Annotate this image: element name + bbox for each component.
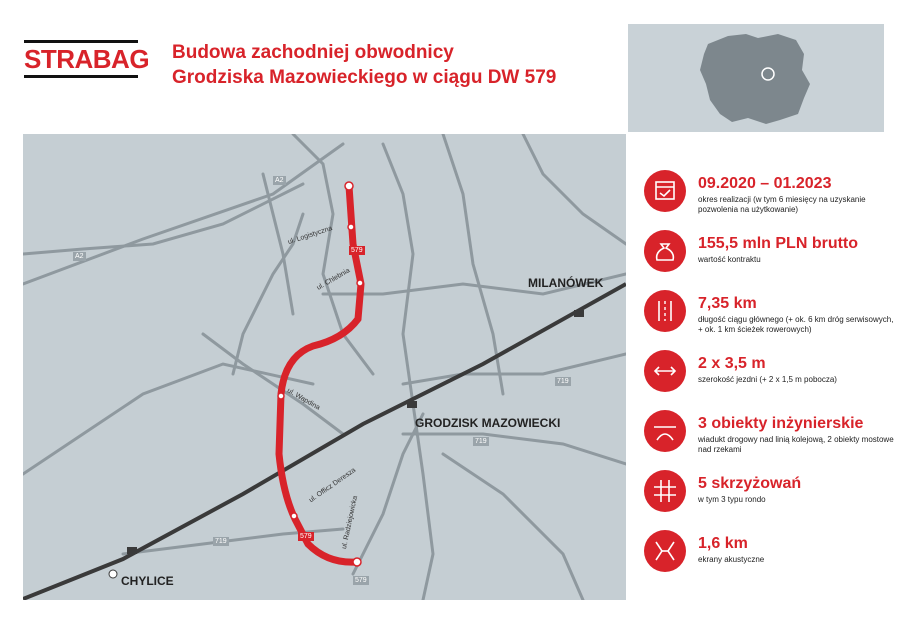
road-shield-a2: A2 <box>273 176 286 185</box>
road-grodzisk-east <box>401 432 626 466</box>
route-node-wapdina <box>277 392 285 400</box>
poland-outline <box>700 34 810 124</box>
fact-desc: ekrany akustyczne <box>698 555 765 564</box>
route-end-node <box>352 557 362 567</box>
calendar-icon <box>644 170 686 212</box>
fact-desc: szerokość jezdni (+ 2 x 1,5 m pobocza) <box>698 375 837 384</box>
road-west <box>231 212 305 376</box>
strabag-logo: STRABAG <box>24 40 150 80</box>
fact-desc: w tym 3 typu rondo <box>698 495 766 504</box>
road-shield-719: 719 <box>555 377 571 386</box>
road-north <box>291 134 375 376</box>
road-a2 <box>23 142 345 286</box>
map-canvas <box>23 134 626 600</box>
bridge-icon <box>644 410 686 452</box>
intersection-icon <box>644 470 686 512</box>
title-line-2: Grodziska Mazowieckiego w ciągu DW 579 <box>172 67 557 88</box>
route-start-node <box>344 181 354 191</box>
road-ne <box>441 134 505 396</box>
road-shield-579: 579 <box>349 246 365 255</box>
station-icon <box>127 547 137 554</box>
fact-value: 2 x 3,5 m <box>698 355 766 372</box>
fact-desc: okres realizacji (w tym 6 miesięcy na uz… <box>698 195 866 214</box>
road-shield-a2: A2 <box>73 252 86 261</box>
station-markers <box>127 310 584 554</box>
fact-desc: długość ciągu głównego (+ ok. 6 km dróg … <box>698 315 894 334</box>
route-node-orzeszowa <box>290 512 298 520</box>
poland-inset-map <box>628 24 884 132</box>
logo-bar-bottom <box>24 75 138 78</box>
city-milanowek: MILANÓWEK <box>528 276 604 290</box>
fact-value: 155,5 mln PLN brutto <box>698 235 859 252</box>
road-network <box>23 134 626 600</box>
fact-desc: wiadukt drogowy nad linią kolejową, 2 ob… <box>698 435 894 454</box>
road-shield-719: 719 <box>473 437 489 446</box>
road-a2-link <box>23 182 305 256</box>
station-icon <box>407 401 417 408</box>
route-map: MILANÓWEK GRODZISK MAZOWIECKI CHYLICE ul… <box>23 134 626 600</box>
road-shield-579: 579 <box>353 576 369 585</box>
road-wapdina <box>201 332 345 436</box>
money-bag-icon <box>644 230 686 272</box>
road-grodzisk-ns <box>381 142 435 600</box>
poland-shape <box>700 34 810 124</box>
route-node-chlebnia <box>356 279 364 287</box>
railway-line <box>23 282 626 600</box>
fact-value: 1,6 km <box>698 535 748 552</box>
road-se <box>441 452 585 600</box>
fact-value: 09.2020 – 01.2023 <box>698 175 832 192</box>
city-grodzisk: GRODZISK MAZOWIECKI <box>415 416 561 430</box>
route-node-logistyczna <box>347 223 355 231</box>
noise-barrier-icon <box>644 530 686 572</box>
road-719-east <box>401 352 626 386</box>
page-title: Budowa zachodniej obwodnicy Grodziska Ma… <box>172 40 556 90</box>
road-icon <box>644 290 686 332</box>
road-radziejowicka <box>351 412 425 576</box>
road-logistyczna <box>261 172 295 316</box>
station-icon <box>574 310 584 317</box>
logo-text: STRABAG <box>24 44 150 74</box>
chylice-marker <box>108 569 118 579</box>
title-line-1: Budowa zachodniej obwodnicy <box>172 42 454 63</box>
fact-value: 5 skrzyżowań <box>698 475 802 492</box>
width-arrows-icon <box>644 350 686 392</box>
fact-value: 3 obiekty inżynierskie <box>698 415 864 432</box>
route-nodes <box>277 181 364 567</box>
fact-desc: wartość kontraktu <box>698 255 761 264</box>
city-chylice: CHYLICE <box>121 574 174 588</box>
location-marker-icon <box>761 67 775 81</box>
road-east-top <box>521 134 626 246</box>
fact-value: 7,35 km <box>698 295 757 312</box>
road-shield-579: 579 <box>298 532 314 541</box>
logo-bar-top <box>24 40 138 43</box>
road-719-west <box>121 527 345 556</box>
road-shield-719: 719 <box>213 537 229 546</box>
